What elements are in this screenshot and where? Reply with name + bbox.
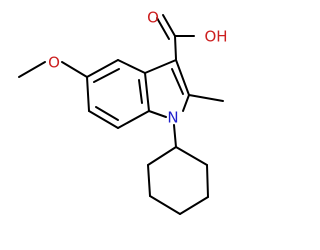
bond-carboxyl-oxygen-double-b [156,17,170,40]
bond-c6-c7-inner [95,106,119,121]
bond-c5-c6 [86,76,90,112]
bond-c4-c5-inner [93,68,120,83]
bond-cyclohexyl-5 [206,164,209,198]
bond-group [18,14,224,215]
bond-c4-c5 [86,59,119,78]
bond-c5-methoxy-oxygen [61,61,88,78]
bond-n1-cyclohexyl [173,124,177,148]
nitrogen-label: N [167,109,178,127]
bond-c3-c2-inner [171,68,184,95]
bond-c3a-c3 [144,59,177,74]
bond-c2-methyl [188,94,224,102]
bond-carboxyl-oxygen-double-a [162,14,176,37]
bond-cyclohexyl-2 [147,164,151,197]
atom-label-group: O OH O N [48,9,227,127]
bond-n1-c7a [148,110,167,118]
bond-c7a-c3a-inner [138,79,143,104]
bond-c2-n1 [182,94,190,112]
bond-cyclohexyl-4 [179,196,209,215]
methoxy-oxygen-label: O [48,54,60,72]
bond-cyclohexyl-3 [149,195,181,215]
bond-c3a-c4 [117,59,146,74]
bond-cyclohexyl-1 [147,146,177,166]
bond-cyclohexyl-6 [175,146,208,166]
bond-c6-c7 [88,110,119,129]
bond-methoxy-oxygen-methyl [18,61,46,78]
hydroxyl-label: OH [204,28,227,46]
bond-c7-c7a [117,110,150,129]
carboxyl-oxygen-label: O [147,9,159,27]
bond-c7a-c3a [144,72,150,112]
bond-c3-carboxyl [174,35,177,60]
molecule-structure: O OH O N [18,9,228,215]
bond-c3-c2 [175,59,190,96]
